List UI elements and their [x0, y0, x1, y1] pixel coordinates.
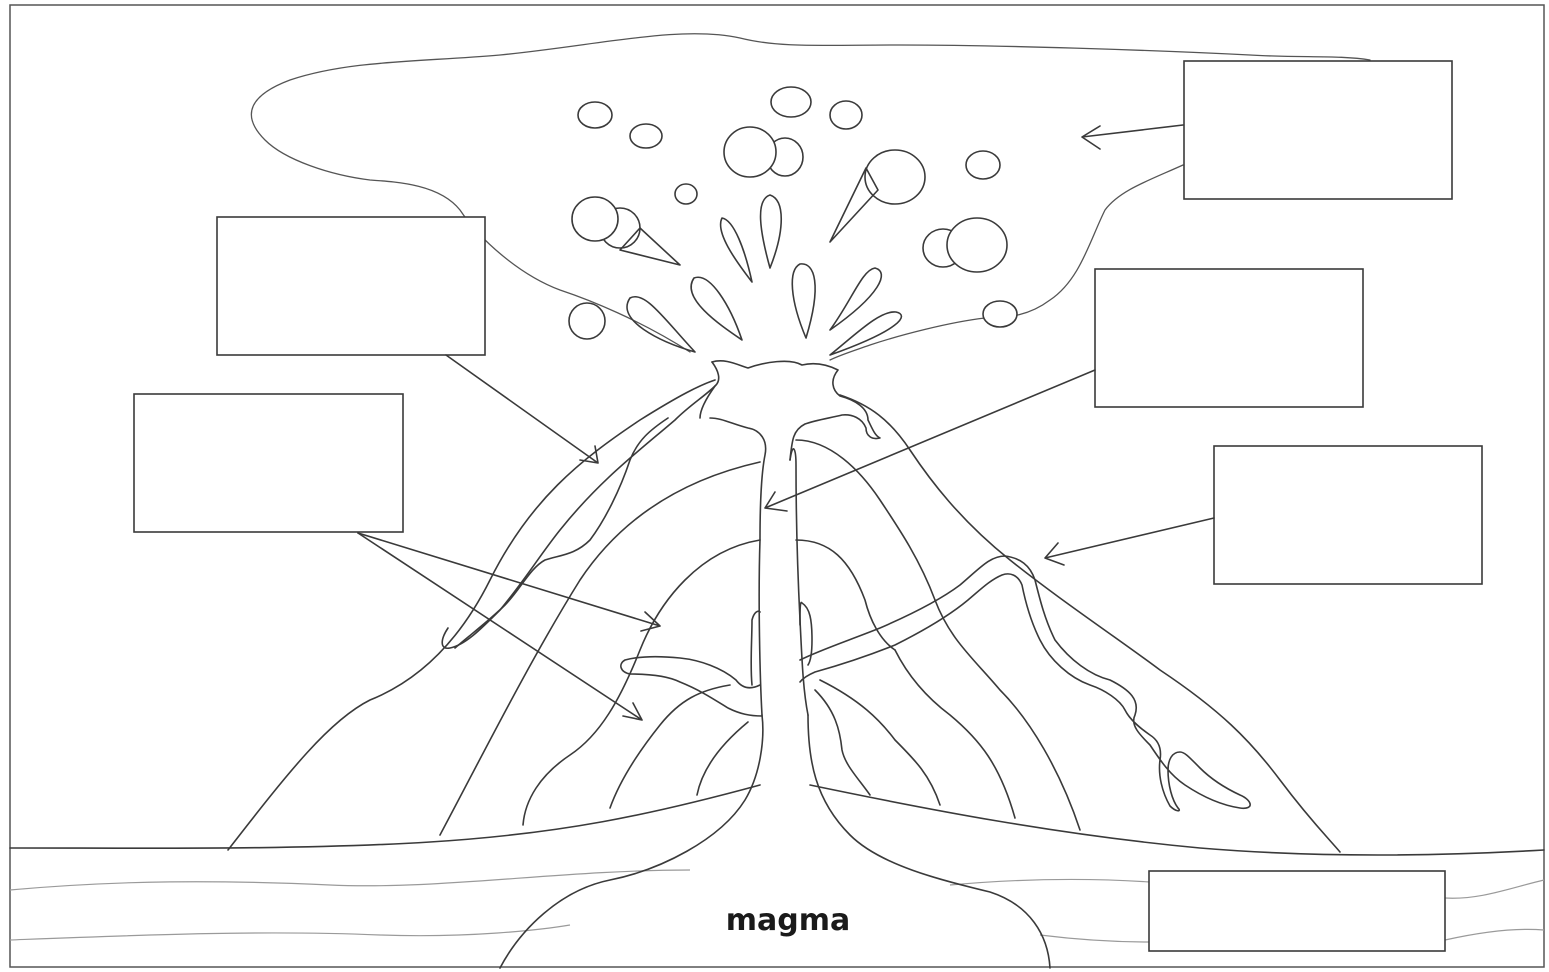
arrows	[357, 124, 1215, 721]
cone-layer-left-4	[696, 721, 749, 796]
label-box-side-vents[interactable]	[133, 393, 404, 533]
volcano-left-flank	[227, 379, 716, 851]
diagram-frame	[9, 4, 1545, 968]
arrow-side-vent-2	[357, 532, 643, 721]
volcano-right-flank	[839, 394, 1341, 853]
magma-chamber	[499, 714, 764, 969]
main-vent	[709, 417, 767, 716]
magma-label: magma	[726, 903, 850, 938]
volcanic-bombs	[568, 86, 1018, 340]
ground-strata	[9, 784, 1545, 943]
side-vent-right	[799, 555, 1251, 812]
lava-flow-left	[454, 417, 669, 649]
label-box-lava-flow[interactable]	[1213, 445, 1483, 585]
cone-layer-left-2	[522, 539, 761, 826]
cone-layer-left-1	[439, 461, 761, 836]
label-box-ash-cloud[interactable]	[1183, 60, 1453, 200]
label-box-main-vent[interactable]	[1094, 268, 1364, 408]
cone-layer-right-4	[819, 679, 941, 806]
cone-layer-right-5	[894, 649, 1016, 819]
cone-layer-right-3	[814, 689, 871, 796]
cone-layer-left-3	[609, 684, 731, 809]
arrow-volcanic-bombs	[445, 354, 599, 464]
lava-spatter	[619, 167, 903, 356]
arrow-lava-flow	[1044, 517, 1215, 566]
crater	[711, 360, 881, 461]
cone-layer-right-2	[795, 539, 896, 651]
arrow-main-vent	[764, 369, 1096, 512]
side-vent-left	[620, 655, 763, 717]
cone-layer-right-1	[795, 439, 936, 601]
cone-layer-right-6	[934, 599, 1081, 831]
arrow-side-vent-1	[357, 532, 661, 632]
label-box-volcanic-bombs[interactable]	[216, 216, 486, 356]
label-box-magma-chamber[interactable]	[1148, 870, 1446, 952]
arrow-ash-cloud	[1081, 124, 1184, 150]
